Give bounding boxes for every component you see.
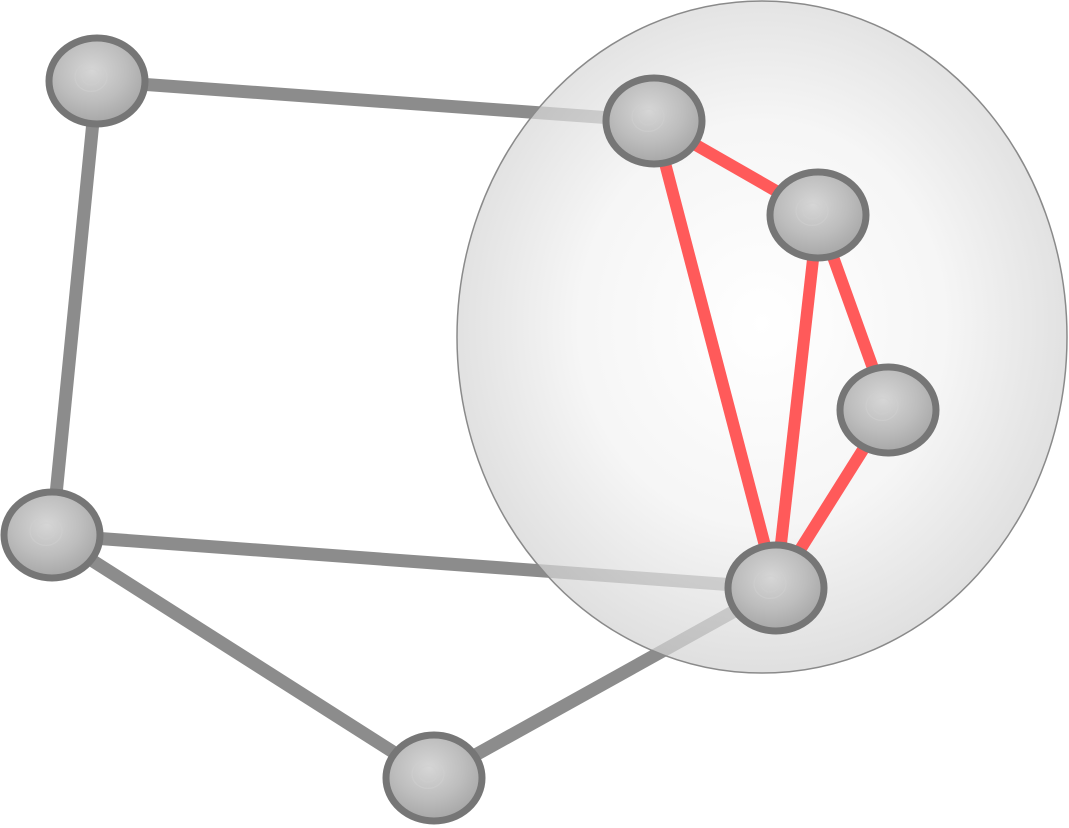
node-sheen [760, 575, 780, 593]
node-sheen [36, 522, 56, 540]
node-n4 [836, 363, 940, 457]
node-circle [0, 488, 104, 582]
node-sheen [638, 108, 658, 126]
node-n2 [602, 74, 706, 168]
node-n7 [382, 731, 486, 825]
node-circle [45, 34, 149, 128]
edge-n5-n7 [48, 529, 438, 784]
node-circle [724, 541, 828, 635]
node-sheen [865, 391, 899, 422]
cluster-ellipse [456, 0, 1068, 674]
node-sheen [802, 202, 822, 220]
node-sheen [872, 397, 892, 415]
node-n5 [0, 488, 104, 582]
node-sheen [753, 568, 787, 599]
node-circle [836, 363, 940, 457]
highlighted-edge-n2-n6 [648, 119, 782, 590]
node-sheen [74, 61, 108, 92]
nodes [0, 34, 940, 825]
node-sheen [795, 196, 829, 227]
node-sheen [411, 758, 445, 789]
node-n3 [766, 168, 870, 262]
node-sheen [81, 68, 101, 86]
node-circle [382, 731, 486, 825]
edge-n1-n5 [45, 80, 104, 536]
node-sheen [29, 515, 63, 546]
node-sheen [418, 765, 438, 783]
node-circle [766, 168, 870, 262]
node-n6 [724, 541, 828, 635]
highlighted-edge-n3-n6 [770, 214, 824, 589]
node-n1 [45, 34, 149, 128]
node-circle [602, 74, 706, 168]
node-sheen [631, 101, 665, 132]
